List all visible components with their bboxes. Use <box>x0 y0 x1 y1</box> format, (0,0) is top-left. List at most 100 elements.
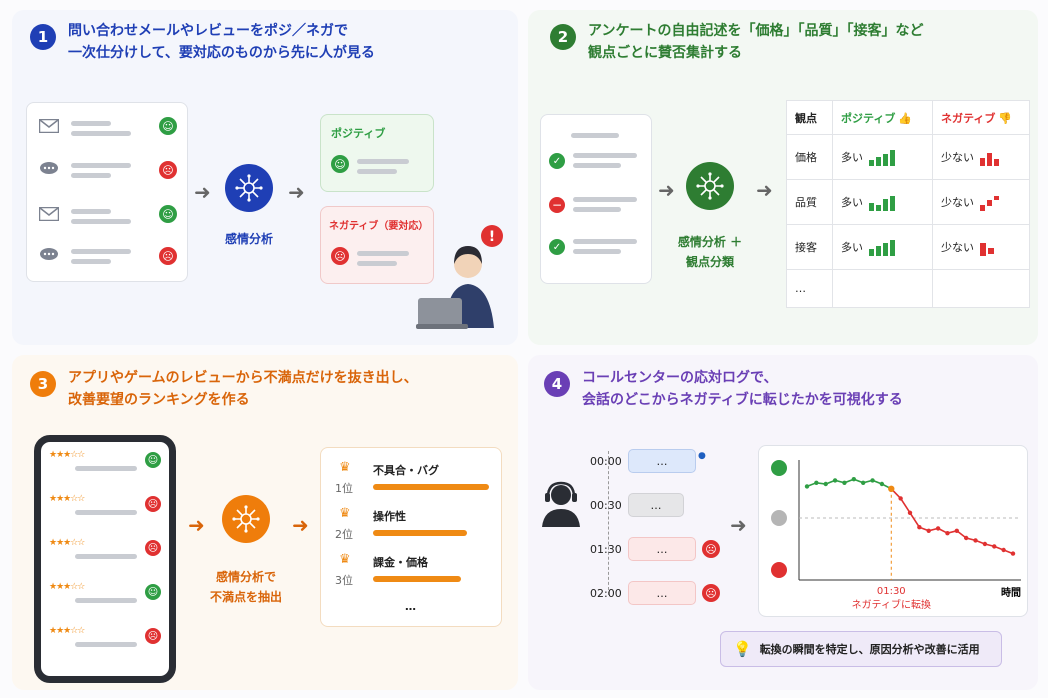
data-point <box>860 480 866 485</box>
survey-sheet: ✓ − ✓ <box>540 114 652 284</box>
timeline-axis <box>608 451 609 595</box>
star-rating-icon: ★★★☆☆ <box>49 450 85 460</box>
negative-mini-bars-icon <box>980 152 999 166</box>
time-label: 01:30 <box>590 543 622 556</box>
positive-mini-bars-icon <box>869 149 895 166</box>
tip-text: 転換の瞬間を特定し、原因分析や改善に活用 <box>759 643 980 656</box>
rank-label: 不具合・バグ <box>373 464 439 477</box>
text-line <box>573 163 621 168</box>
text-line <box>571 133 619 138</box>
x-axis-label: 時間 <box>1001 586 1021 599</box>
panel-4-title-line1: コールセンターの応対ログで、 <box>582 370 778 386</box>
panel-2-title: アンケートの自由記述を「価格」「品質」「接客」など 観点ごとに賛否集計する <box>588 20 923 64</box>
speech-bubble-neutral: … <box>628 449 696 473</box>
ai-brain-icon <box>225 164 273 212</box>
ai-label: 感情分析 ＋ 観点分類 <box>672 232 748 272</box>
ai-label: 感情分析 <box>224 232 273 246</box>
aspect-cell: 品質 <box>786 179 833 225</box>
data-point <box>1010 551 1016 556</box>
data-point <box>982 541 988 547</box>
table-row: 接客 多い 少ない <box>786 224 1030 270</box>
ranking-more: … <box>405 600 416 613</box>
text-line <box>71 259 111 264</box>
negative-mini-bars-icon <box>980 242 994 256</box>
data-point <box>935 526 941 531</box>
text-line <box>357 261 397 266</box>
time-label: 00:00 <box>590 455 622 468</box>
text-line <box>75 554 137 559</box>
chat-icon <box>40 162 58 174</box>
panel-call-center-log: 4 コールセンターの応対ログで、 会話のどこからネガティブに転じたかを可視化する… <box>528 355 1038 690</box>
rank-label: 操作性 <box>373 510 406 523</box>
panel-3-title-line1: アプリやゲームのレビューから不満点だけを抜き出し、 <box>68 370 418 386</box>
ai-label-line2: 不満点を抽出 <box>209 590 282 604</box>
negative-label: ネガティブ（要対応） <box>329 221 429 232</box>
turn-description-label: ネガティブに転換 <box>852 598 931 611</box>
panel-3-title-line2: 改善要望のランキングを作る <box>68 392 250 408</box>
mail-icon <box>39 207 59 221</box>
frown-icon: ☹ <box>145 540 161 556</box>
star-rating-icon: ★★★☆☆ <box>49 494 85 504</box>
ai-label: 感情分析で 不満点を抽出 <box>204 567 288 607</box>
panel-1-title-line1: 問い合わせメールやレビューをポジ／ネガで <box>68 23 348 39</box>
text-line <box>573 207 621 212</box>
aspect-cell: … <box>786 269 833 308</box>
tip-box: 💡 転換の瞬間を特定し、原因分析や改善に活用 <box>720 631 1002 667</box>
header-positive-text: ポジティブ <box>841 111 896 125</box>
smile-icon: ☺ <box>145 452 161 468</box>
text-line <box>71 173 111 178</box>
data-point <box>832 478 838 483</box>
speech-bubble-neutral: … <box>628 493 684 517</box>
table-row: … <box>786 269 1030 308</box>
panel-review-ranking: 3 アプリやゲームのレビューから不満点だけを抜き出し、 改善要望のランキングを作… <box>12 355 518 690</box>
data-point <box>842 480 847 485</box>
negative-mini-bars-icon <box>980 195 999 211</box>
crown-icon: ♛ <box>339 552 351 567</box>
positive-box: ポジティブ ☺ <box>320 114 434 192</box>
data-point <box>823 481 828 487</box>
text-line <box>75 466 137 471</box>
negative-cell <box>932 269 1030 308</box>
inbox-card: ☺ ☹ ☺ ☹ <box>26 102 188 282</box>
panel-4-title: コールセンターの応対ログで、 会話のどこからネガティブに転じたかを可視化する <box>582 367 903 411</box>
rank-bar <box>373 484 489 490</box>
data-point <box>963 535 969 541</box>
data-point <box>954 528 960 533</box>
data-point <box>879 481 885 487</box>
headset-operator-icon <box>542 481 580 527</box>
data-point <box>898 496 903 501</box>
text-line <box>71 131 131 136</box>
panel-survey-aspects: 2 アンケートの自由記述を「価格」「品質」「接客」など 観点ごとに賛否集計する … <box>528 10 1038 345</box>
data-point <box>888 485 895 492</box>
arrow-right-icon: ➜ <box>730 513 747 537</box>
text-line <box>357 251 409 256</box>
data-point <box>851 477 857 482</box>
data-point <box>945 531 950 536</box>
positive-series-line <box>806 478 892 490</box>
arrow-right-icon: ➜ <box>194 180 211 204</box>
minus-icon: − <box>549 197 565 213</box>
negative-value: 少ない <box>941 240 974 254</box>
positive-cell: 多い <box>832 224 933 270</box>
negative-cell: 少ない <box>932 224 1030 270</box>
angry-face-icon: ☹ <box>702 540 720 558</box>
positive-mini-bars-icon <box>869 195 895 211</box>
operator-at-laptop-icon: ! <box>416 225 503 329</box>
smile-icon <box>771 460 787 476</box>
negative-cell: 少ない <box>932 179 1030 225</box>
panel-3-title: アプリやゲームのレビューから不満点だけを抜き出し、 改善要望のランキングを作る <box>68 367 418 411</box>
star-rating-icon: ★★★☆☆ <box>49 538 85 548</box>
negative-value: 少ない <box>941 150 974 164</box>
text-line <box>573 249 621 254</box>
arrow-right-icon: ➜ <box>658 178 675 202</box>
crown-icon: ♛ <box>339 506 351 521</box>
header-negative: ネガティブ👎 <box>932 100 1030 135</box>
mail-icon <box>39 119 59 133</box>
text-line <box>71 121 111 126</box>
positive-value: 多い <box>841 150 863 164</box>
arrow-right-icon: ➜ <box>188 513 205 537</box>
thumbs-up-icon: 👍 <box>898 111 913 125</box>
positive-value: 多い <box>841 240 863 254</box>
positive-label: ポジティブ <box>331 127 386 140</box>
rank-number: 3位 <box>335 574 353 587</box>
